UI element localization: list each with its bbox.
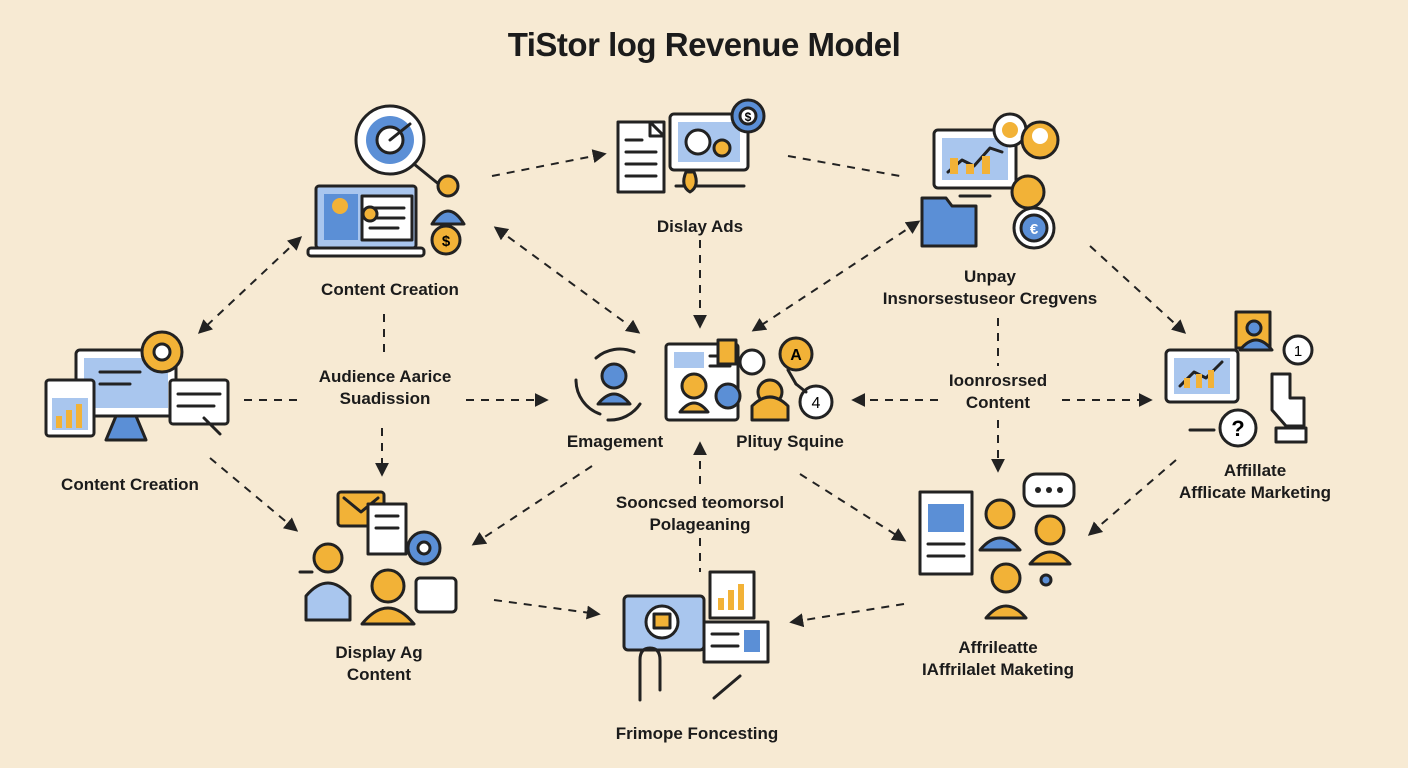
label-content-creation-left: Content Creation	[61, 475, 199, 494]
label-affiliate-right: Affillate Afflicate Marketing	[1162, 460, 1348, 504]
content-creation-icon	[306, 104, 466, 258]
label-affiliate-bottom-line1: Affrileatte	[958, 638, 1038, 657]
label-audience: Audience Aarice Suadission	[290, 366, 480, 410]
label-unpay: Unpay Insnorsestuseor Cregvens	[860, 266, 1120, 310]
arrow-affiliate-to-frimope	[789, 603, 905, 628]
question-badge: ?	[1231, 416, 1244, 441]
arrow-unpay-to-center	[751, 220, 921, 332]
frimope-icon	[622, 570, 770, 702]
dollar-badge-text: $	[442, 233, 451, 250]
unpay-icon	[920, 112, 1060, 250]
hub-letter-badge: A	[790, 347, 802, 364]
label-display-ag-line2: Content	[346, 665, 412, 684]
label-soonsed: Sooncsed teomorsol Polageaning	[590, 492, 810, 536]
display-ag-icon	[298, 490, 458, 626]
label-affiliate-right-line1: Affillate	[1223, 461, 1287, 480]
label-soonsed-line1: Sooncsed teomorsol	[615, 493, 785, 512]
content-creation-left-icon	[44, 330, 230, 442]
ads-coin-text: $	[745, 110, 752, 124]
center-hub-icon	[574, 336, 834, 422]
label-unpay-line1: Unpay	[964, 267, 1016, 286]
arrow-content-left-link	[197, 236, 303, 334]
label-plity: Plituy Squine	[736, 432, 844, 451]
connector-arrows	[197, 149, 1187, 628]
label-affiliate-bottom: Affrileatte IAffrilalet Maketing	[900, 637, 1096, 681]
arrow-left-to-displayag	[209, 457, 299, 532]
diagram-title: TiStor log Revenue Model	[507, 26, 901, 63]
affiliate-marketing-icon	[1164, 310, 1314, 448]
affiliate-bottom-icon	[918, 472, 1076, 620]
hub-number-badge: 4	[812, 395, 821, 412]
arrow-content-to-center	[493, 226, 641, 334]
label-audience-line2: Suadission	[339, 389, 431, 408]
label-display-ag: Display Ag Content	[300, 642, 458, 686]
arrow-ads-to-unpay	[787, 155, 901, 177]
label-affiliate-bottom-line2: IAffrilalet Maketing	[921, 660, 1075, 679]
label-sponsored-line2: Content	[965, 393, 1031, 412]
display-ads-icon	[616, 98, 766, 194]
label-display-ag-line1: Display Ag	[335, 643, 423, 662]
euro-badge-text: €	[1030, 221, 1039, 238]
affiliate-number-badge: 1	[1294, 343, 1302, 360]
label-unpay-line2: Insnorsestuseor Cregvens	[882, 289, 1098, 308]
label-content-creation-top: Content Creation	[321, 280, 459, 299]
arrow-center-to-displayag	[471, 465, 593, 546]
label-sponsored: Ioonrosrsed Content	[920, 370, 1076, 414]
label-affiliate-right-line2: Afflicate Marketing	[1178, 483, 1332, 502]
label-soonsed-line2: Polageaning	[649, 515, 751, 534]
arrow-content-to-ads	[491, 149, 607, 177]
label-audience-line1: Audience Aarice	[318, 367, 452, 386]
arrow-displayag-to-frimope	[493, 599, 601, 620]
label-engagement: Emagement	[566, 432, 664, 451]
label-display-ads: Dislay Ads	[656, 217, 744, 236]
arrow-unpay-to-affiliate	[1089, 245, 1187, 334]
label-sponsored-line1: Ioonrosrsed	[948, 371, 1048, 390]
arrow-center-to-affiliate-bottom	[799, 473, 907, 542]
label-frimope: Frimope Foncesting	[615, 724, 779, 743]
arrow-affiliate-right-down	[1087, 459, 1177, 536]
